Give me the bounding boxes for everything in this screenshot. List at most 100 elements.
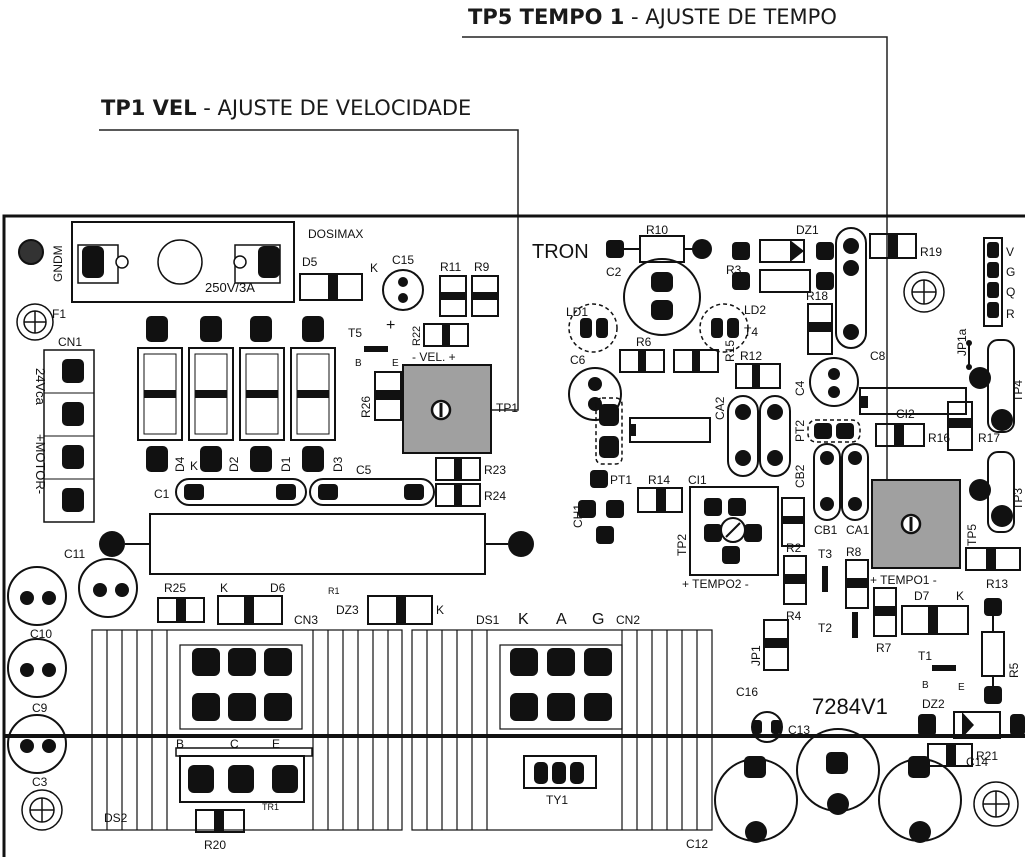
label-t3: T3 [818, 547, 832, 561]
label-t5: T5 [348, 326, 362, 340]
label-c4: C4 [793, 380, 807, 396]
label-cn2-g: G [592, 611, 604, 628]
label-t1: T1 [918, 649, 932, 663]
label-tempo1: + TEMPO1 - [870, 573, 937, 587]
components-right-middle [807, 357, 1021, 571]
label-dz2: DZ2 [922, 697, 945, 711]
label-c10: C10 [30, 627, 52, 641]
label-cb2: CB2 [793, 464, 807, 488]
label-t4: T4 [744, 325, 758, 339]
label-r11: R11 [440, 260, 461, 274]
trimpot-tp1 [374, 364, 492, 454]
components-top-right [732, 227, 1015, 451]
label-ds2: DS2 [104, 811, 128, 825]
label-r22: R22 [411, 326, 423, 346]
components-top-middle [568, 235, 791, 477]
label-c5: C5 [356, 463, 372, 477]
terminal-block-cn1 [43, 349, 95, 523]
label-c6: C6 [570, 353, 586, 367]
label-ca2: CA2 [713, 396, 727, 420]
label-cn3: CN3 [294, 613, 318, 627]
components-lower-right [901, 598, 1025, 767]
board-outline [2, 214, 1025, 857]
callout-tp1-vel: TP1 VEL - AJUSTE DE VELOCIDADE [101, 96, 471, 120]
label-t5-b: B [355, 358, 362, 369]
label-d6-k: K [220, 581, 228, 595]
components-lower-middle [763, 555, 897, 671]
heatsink-left [91, 629, 403, 831]
heatsink-bar-left [175, 747, 313, 757]
callout-tp1-text: - AJUSTE DE VELOCIDADE [196, 96, 472, 120]
label-r2: R2 [786, 541, 802, 555]
label-r17: R17 [978, 431, 1000, 445]
label-ci1: CI1 [688, 473, 707, 487]
label-r9: R9 [474, 260, 490, 274]
label-d4: D4 [173, 456, 187, 472]
label-header-g: G [1006, 265, 1015, 279]
connector-cn2 [510, 648, 612, 721]
label-c3: C3 [32, 775, 48, 789]
transistor-tr1 [179, 755, 305, 833]
label-r4: R4 [786, 609, 802, 623]
label-r1: R1 [328, 586, 340, 596]
label-jp1a: JP1a [955, 328, 969, 356]
callout-tp5-tempo: TP5 TEMPO 1 - AJUSTE DE TEMPO [468, 5, 837, 29]
label-r3: R3 [726, 263, 742, 277]
label-tp5: TP5 [965, 524, 979, 546]
label-cn2: CN2 [616, 613, 640, 627]
label-cb1: CB1 [814, 523, 838, 537]
mounting-hole-bottom-left [21, 789, 63, 831]
label-gndm: GNDM [51, 245, 65, 282]
label-r23: R23 [484, 463, 506, 477]
label-d4-k: K [190, 459, 198, 473]
label-r24: R24 [484, 489, 506, 503]
label-t5-e: E [392, 358, 399, 369]
label-vel: - VEL. + [412, 350, 456, 364]
label-tron: TRON [532, 241, 589, 263]
label-r8: R8 [846, 545, 862, 559]
label-c15-plus: + [386, 317, 395, 334]
label-ci2: CI2 [896, 407, 915, 421]
label-r13: R13 [986, 577, 1008, 591]
components-lower-left [157, 595, 433, 625]
label-header-r: R [1006, 307, 1015, 321]
label-header-q: Q [1006, 285, 1015, 299]
label-pt1: PT1 [610, 473, 632, 487]
label-r12: R12 [740, 349, 762, 363]
components-middle [578, 470, 805, 576]
label-r5: R5 [1007, 662, 1021, 678]
label-cn1: CN1 [58, 335, 82, 349]
label-r10: R10 [646, 223, 668, 237]
heatsink-right [411, 629, 713, 831]
label-c13: C13 [788, 723, 810, 737]
label-r25: R25 [164, 581, 186, 595]
capacitors-bottom-right [714, 711, 1019, 843]
label-r19: R19 [920, 245, 942, 259]
triac-ty1 [523, 755, 597, 789]
label-t1-b: B [922, 680, 929, 691]
label-ty1: TY1 [546, 793, 568, 807]
label-header-v: V [1006, 245, 1014, 259]
components-middle-left [99, 457, 534, 575]
label-d2: D2 [227, 456, 241, 472]
callout-tp1-bold: TP1 VEL [101, 96, 197, 120]
label-ca1: CA1 [846, 523, 870, 537]
label-dosimax: DOSIMAX [308, 227, 363, 241]
mounting-hole-f1 [16, 303, 54, 341]
label-cn3-e: E [272, 737, 280, 751]
label-tempo2: + TEMPO2 - [682, 577, 749, 591]
label-pt2: PT2 [793, 420, 807, 442]
label-dz1: DZ1 [796, 223, 819, 237]
label-ld1: LD1 [566, 305, 588, 319]
label-t1-e: E [958, 682, 965, 693]
label-c9: C9 [32, 701, 48, 715]
label-tp2: TP2 [675, 534, 689, 556]
fuse-holder [71, 221, 295, 303]
label-r20: R20 [204, 838, 226, 852]
silkscreen-labels: GNDM DOSIMAX 250V/3A F1 CN1 24Vca +MOTOR… [30, 223, 1025, 852]
label-tp1: TP1 [496, 401, 518, 415]
label-r6: R6 [636, 335, 652, 349]
label-model: 7284V1 [812, 694, 888, 719]
label-cn2-k: K [518, 611, 529, 628]
label-cn3-b: B [176, 737, 184, 751]
